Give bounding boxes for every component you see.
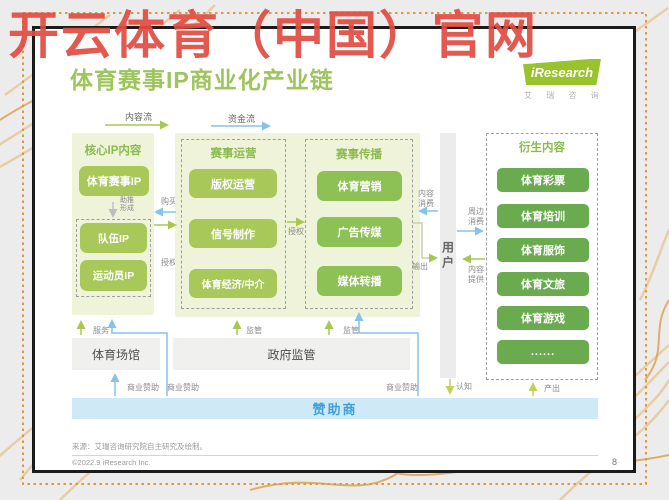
group-operation (181, 139, 286, 309)
box-sports-lottery: 体育彩票 (497, 168, 589, 192)
label-output: 输出 (412, 262, 428, 271)
watermark-text: 开云体育（中国）官网 (8, 9, 539, 65)
label-authorize-1: 授权 (161, 258, 177, 267)
box-sports-training: 体育培训 (497, 204, 589, 228)
box-derivative-more: ...... (497, 340, 589, 364)
operation-heading: 赛事运营 (210, 148, 257, 160)
page-title: 体育赛事IP商业化产业链 (70, 67, 334, 93)
box-team-ip: 队伍IP (80, 223, 147, 253)
footer-divider (72, 455, 598, 456)
label-sponsor-3: 商业赞助 (386, 383, 418, 392)
box-sports-games: 体育游戏 (497, 306, 589, 330)
box-copyright-operation: 版权运营 (189, 169, 277, 198)
box-sports-tourism: 体育文旅 (497, 272, 589, 296)
label-supervise-2: 监管 (343, 326, 359, 335)
label-assist: 助推 形成 (120, 197, 134, 213)
iresearch-logo-text: iResearch (530, 64, 594, 80)
page-number: 8 (612, 457, 618, 467)
group-derivative (486, 133, 598, 380)
box-sports-venue: 体育场馆 (72, 338, 160, 370)
footer-source: 来源：艾瑞咨询研究院自主研究及绘制。 (72, 442, 207, 451)
label-around-consume: 周边 消费 (468, 207, 484, 226)
box-sports-marketing: 体育营销 (317, 171, 402, 201)
derivative-heading: 衍生内容 (519, 142, 565, 154)
label-authorize-2: 授权 (288, 227, 304, 236)
dashed-frame (22, 12, 647, 485)
box-signal-production: 信号制作 (189, 219, 277, 248)
box-sports-apparel: 体育服饰 (497, 238, 589, 262)
label-buy: 购买 (161, 197, 177, 206)
label-content-provide: 内容 提供 (468, 265, 484, 284)
label-produce: 产出 (544, 384, 560, 393)
core-ip-heading: 核心IP内容 (84, 145, 142, 157)
sponsor-bar: 赞助商 (72, 398, 598, 419)
group-broadcast (305, 139, 413, 309)
label-sponsor-2: 商业赞助 (167, 383, 199, 392)
footer-copyright: ©2022.9 iResearch Inc. (72, 458, 151, 467)
slide: 体育赛事IP商业化产业链 iResearch 艾 瑞 咨 询 内容流 资金流 核… (35, 29, 633, 470)
core-ip-subgroup (76, 219, 151, 297)
box-government: 政府监管 (173, 338, 410, 370)
box-athlete-ip: 运动员IP (80, 260, 147, 291)
label-cognition: 认知 (456, 382, 472, 391)
label-supervise-1: 监管 (246, 326, 262, 335)
label-service: 服务 (93, 326, 109, 335)
label-sponsor-1: 商业赞助 (127, 383, 159, 392)
legend-capital-flow: 资金流 (228, 114, 256, 124)
iresearch-logo: iResearch (523, 59, 601, 85)
iresearch-logo-cn: 艾 瑞 咨 询 (524, 91, 605, 100)
broadcast-heading: 赛事传播 (336, 149, 382, 161)
user-bar: 用户 (440, 133, 456, 378)
box-media-broadcast: 媒体转播 (317, 266, 402, 296)
label-content-consume: 内容 消费 (418, 189, 434, 208)
box-sports-agency: 体育经济/中介 (189, 269, 277, 298)
legend-content-flow: 内容流 (125, 112, 153, 122)
box-event-ip: 体育赛事IP (79, 166, 149, 196)
box-ad-media: 广告传媒 (317, 217, 402, 247)
